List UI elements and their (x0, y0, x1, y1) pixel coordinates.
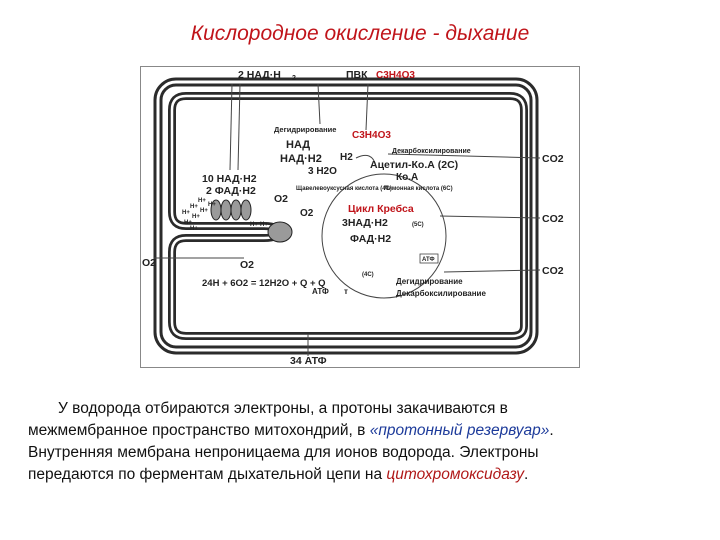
o2-left-label: O2 (142, 257, 156, 269)
acetyl-coa-label: Ацетил-Ко.А (2С) (370, 159, 458, 171)
atp-synthase-complexes (210, 199, 293, 243)
mid-formula: C3H4O3 (352, 130, 391, 141)
outer-membrane-inner-line (156, 80, 536, 352)
pvk-formula: C3H4O3 (376, 70, 415, 81)
proton-label: H+ (200, 208, 208, 214)
nadh2-label: НАД·Н2 (280, 153, 322, 165)
krebs-cycle-label: Цикл Кребса (348, 203, 414, 215)
coa-label: Ко.А (396, 172, 418, 183)
top-left-nadh-sub: 2 (292, 75, 296, 82)
proton-label: H+ (190, 226, 198, 232)
atp-small-label: АТФ (422, 257, 435, 263)
proton-label: H+ (208, 202, 216, 208)
reaction-atp-label: АТФ (312, 287, 329, 296)
reaction-equation: 24H + 6O2 = 12H2O + Q + Q (202, 278, 326, 289)
o2-top-label: O2 (274, 193, 288, 205)
proton-label: H+ (190, 204, 198, 210)
cytochrome-oxidase-term: цитохромоксидазу (386, 466, 524, 483)
fadh2-label: ФАД·Н2 (350, 233, 391, 245)
caption-line-4a: передаются по ферментам дыхательной цепи… (28, 466, 387, 483)
citric-acid-label: Лимонная кислота (6С) (384, 186, 453, 192)
water-label: 3 H2O (308, 166, 337, 177)
proton-label: H+ (182, 210, 190, 216)
proton-label: H+ (198, 198, 206, 204)
c4-label: (4С) (362, 272, 374, 278)
caption-line-1: У водорода отбираются электроны, а прото… (58, 400, 508, 417)
atp34-label: 34 АТФ (290, 355, 327, 367)
proton-label: H+ (192, 214, 200, 220)
o2-under-label: O2 (300, 208, 314, 219)
nad-label: НАД (286, 139, 310, 151)
nadh10-label: 10 НАД·Н2 (202, 173, 257, 185)
proton-label: H+ (260, 222, 268, 228)
page-title: Кислородное окисление - дыхание (190, 22, 530, 45)
oxaloacetic-acid-label: Щавелевоуксусная кислота (4С) (296, 186, 392, 192)
proton-labels: H+ H+ H+ H+ H+ H+ H+ H+ H+ H+ (182, 198, 268, 232)
top-left-nadh-label: 2 НАД·Н (238, 69, 281, 81)
h2-label: H2 (340, 152, 353, 163)
caption-line-4b: . (523, 466, 529, 483)
o2-mid-label: O2 (240, 259, 254, 271)
connector-lines (154, 83, 541, 356)
inner-membrane-gap (170, 94, 526, 338)
c5-label: (5С) (412, 222, 424, 228)
proton-label: H+ (184, 220, 192, 226)
proton-label: H+ (250, 222, 258, 228)
proton-reservoir-term: «протонный резервуар» (369, 422, 550, 439)
t-mark: т (344, 287, 348, 296)
krebs-cycle-circle (321, 173, 447, 299)
dehydrogenation-bottom-label: Дегидрирование (396, 277, 463, 286)
atp-box (419, 253, 439, 264)
dehydrogenation-top-label: Дегидрирование (274, 125, 336, 134)
nadh3-label: 3НАД·Н2 (342, 217, 388, 229)
co2-label-2: CO2 (542, 213, 564, 225)
co2-label-1: CO2 (542, 153, 564, 165)
pvk-label: ПВК (346, 69, 368, 81)
mitochondria-diagram: 2 НАД·Н 2 ПВК C3H4O3 Дегидрирование C3H4… (140, 66, 580, 368)
decarboxylation-bottom-label: Декарбоксилирование (396, 289, 486, 298)
caption-line-3: Внутренняя мембрана непроницаема для ион… (28, 444, 539, 461)
fadh2-left-label: 2 ФАД·Н2 (206, 185, 256, 197)
caption-line-2a: межмембранное пространство митохондрий, … (28, 422, 370, 439)
caption-line-2b: . (549, 422, 554, 439)
caption-text: У водорода отбираются электроны, а прото… (28, 398, 688, 486)
decarboxylation-top-label: Декарбоксилирование (392, 147, 471, 155)
co2-label-3: CO2 (542, 265, 564, 277)
